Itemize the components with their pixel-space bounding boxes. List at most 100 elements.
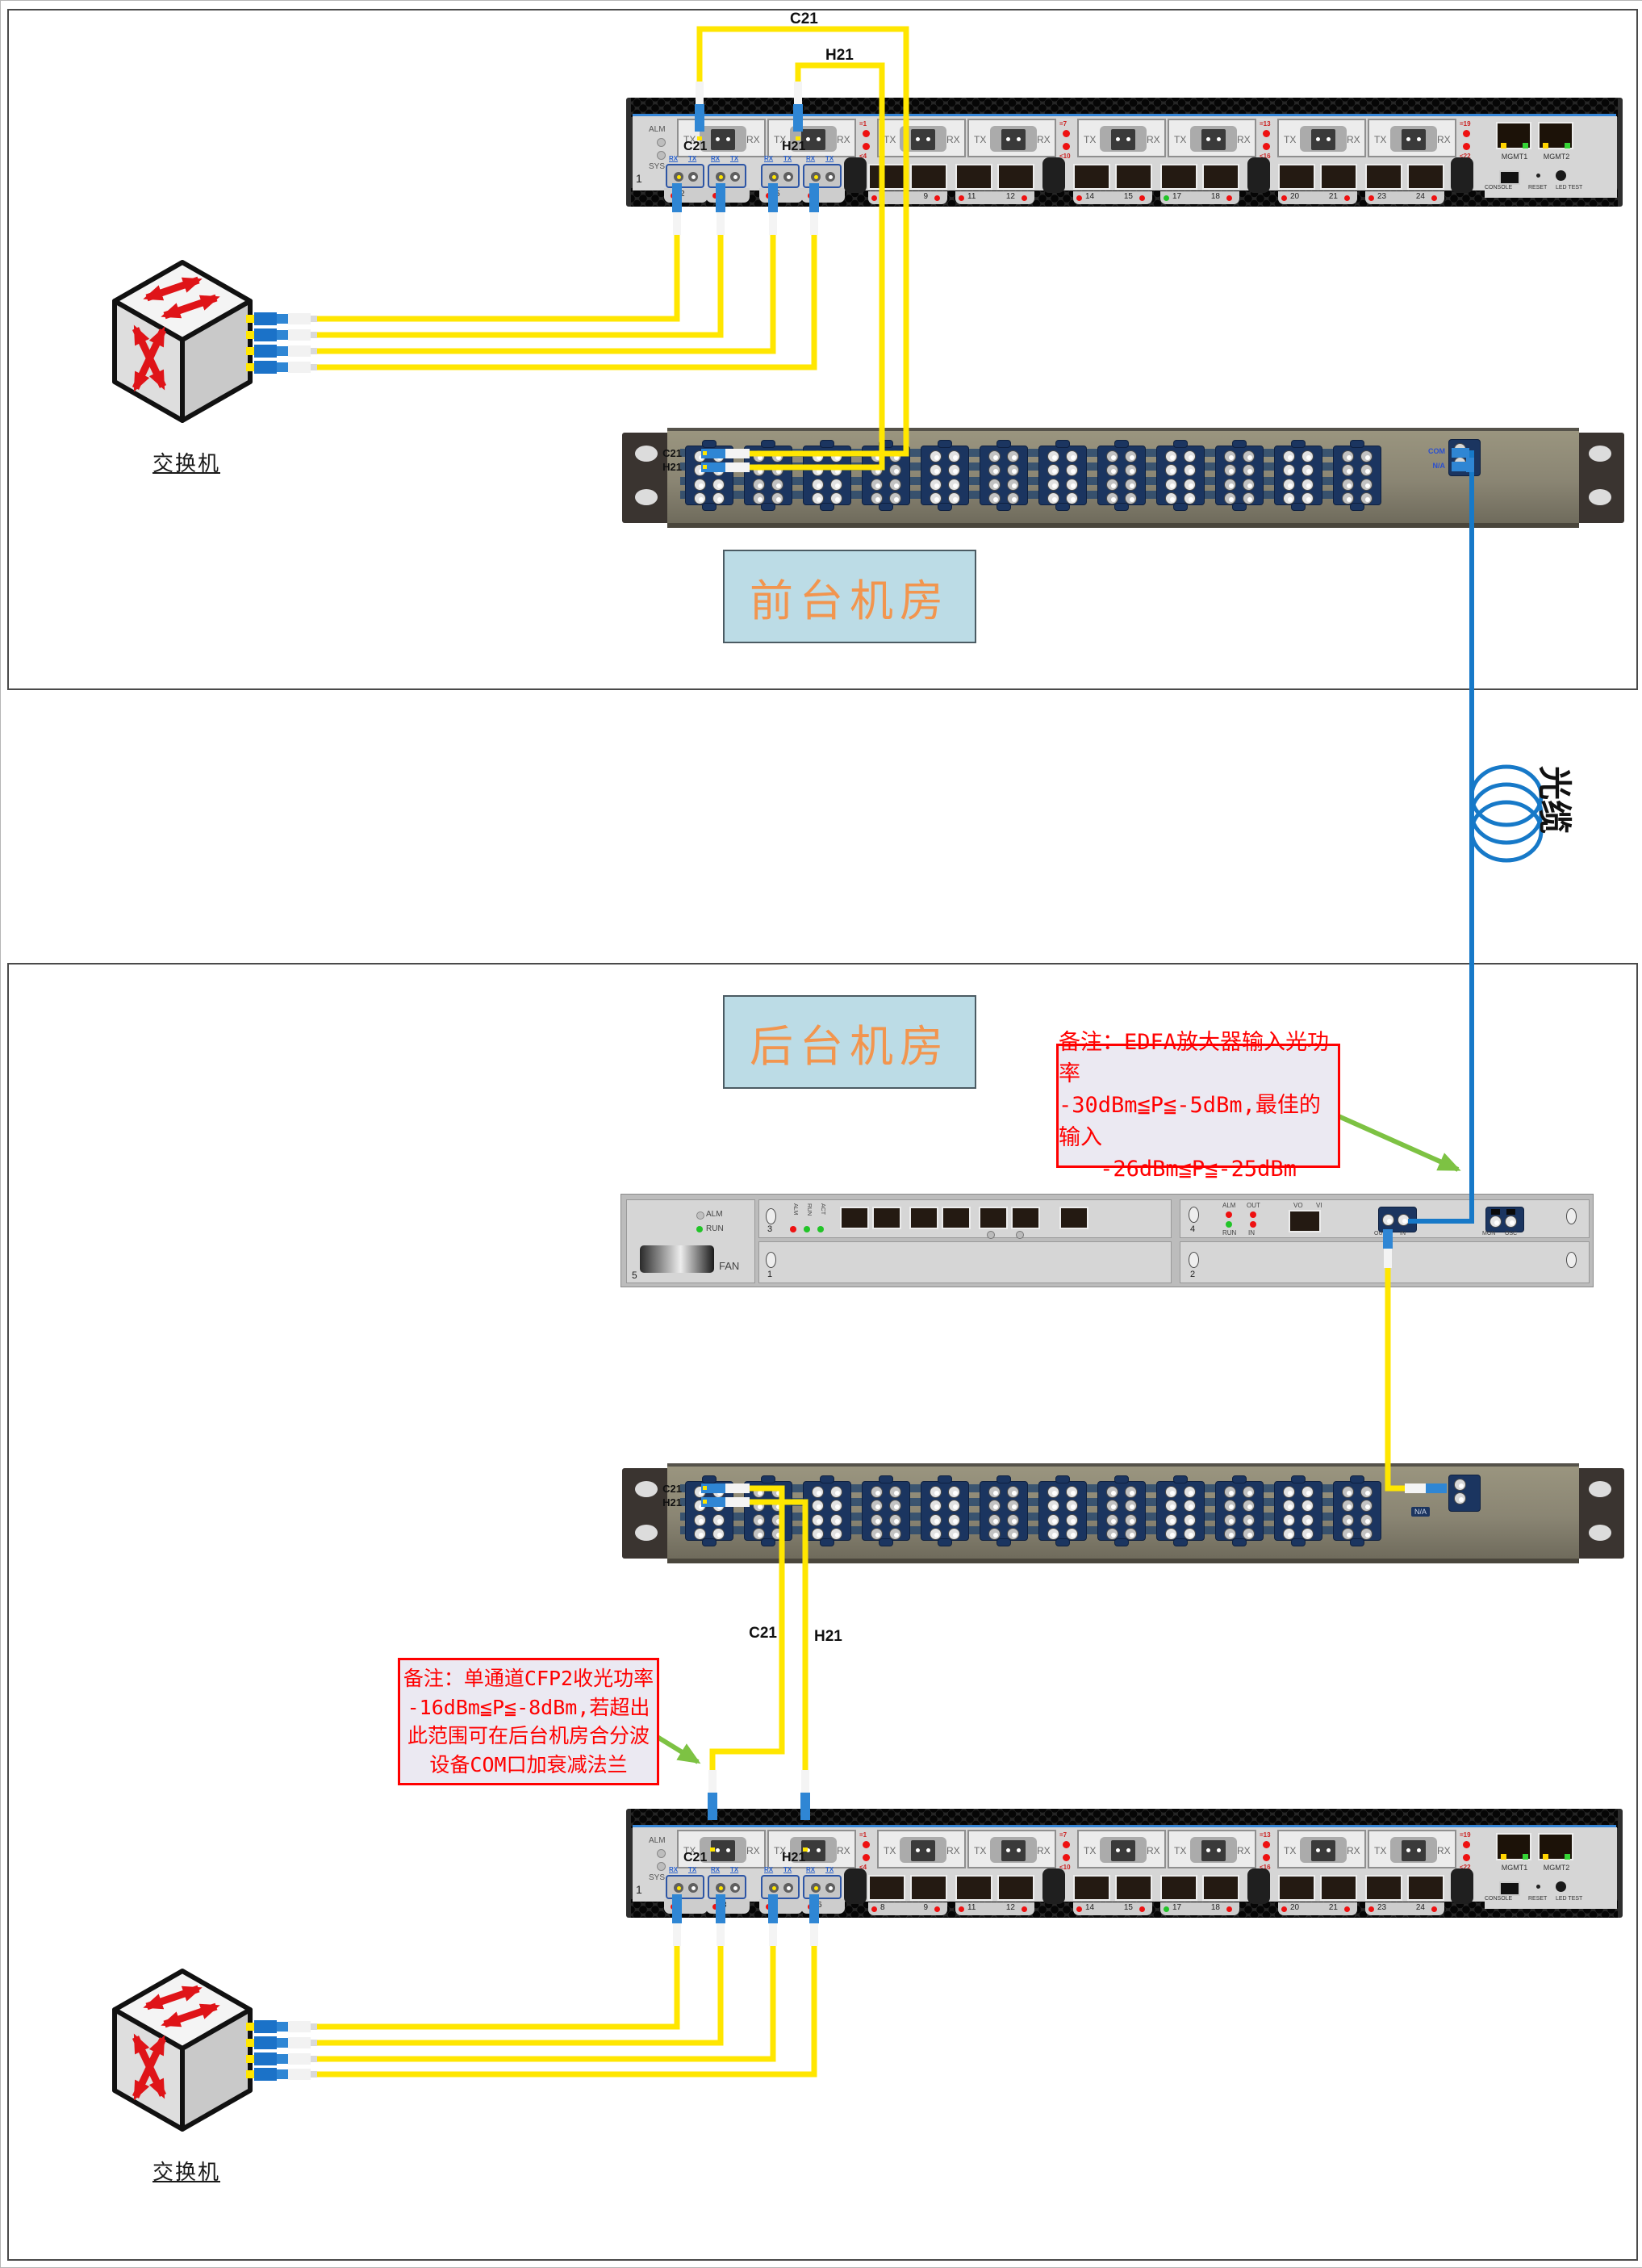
lc-ferrule	[1360, 450, 1373, 462]
ferrule-dot	[1017, 137, 1021, 141]
lc-adapter-block	[1038, 1481, 1087, 1541]
block-tab	[820, 1475, 834, 1483]
ferrule-dot	[1247, 468, 1252, 474]
ferrule-dot	[698, 1532, 704, 1538]
ferrule-dot	[1188, 496, 1193, 502]
block-tab	[1114, 1475, 1129, 1483]
sfp-tx-label: TX	[730, 1866, 739, 1873]
ferrule-dot	[813, 1885, 818, 1890]
lc-adapter-block	[1097, 1481, 1146, 1541]
led-test-label: LED TEST	[1556, 1896, 1583, 1902]
lc-adapter-block	[980, 446, 1028, 505]
lc-ferrule	[1066, 464, 1078, 476]
ferrule-dot	[816, 468, 821, 474]
lc-ferrule	[1066, 450, 1078, 462]
lc-ferrule	[712, 492, 725, 504]
mgmt1-port	[1496, 1833, 1531, 1860]
lc-ferrule	[1047, 1486, 1059, 1498]
lc-ferrule	[1066, 1528, 1078, 1540]
divider	[1451, 157, 1473, 193]
lc-ferrule	[1301, 479, 1314, 491]
lc-ferrule	[1125, 1514, 1137, 1526]
lc-ferrule	[1106, 1528, 1118, 1540]
sfp-port-number	[680, 1901, 701, 1911]
sfp-number-tab	[706, 188, 750, 203]
block-tab	[1114, 503, 1129, 511]
block-tab	[996, 1538, 1011, 1546]
rj45-number: 15	[1123, 192, 1133, 201]
ferrule-dot	[1327, 1848, 1331, 1852]
fan-run-label: RUN	[706, 1224, 724, 1233]
rx-label: RX	[1037, 1845, 1051, 1856]
port-status-led	[1368, 1906, 1374, 1912]
lc-ferrule	[1165, 1500, 1177, 1512]
rx-label: RX	[1237, 1845, 1251, 1856]
ferrule-dot	[992, 483, 998, 488]
block-tab	[938, 1538, 952, 1546]
block-tab	[1055, 503, 1070, 511]
rj45-number: 14	[1085, 1903, 1095, 1912]
switch-label: 交换机	[152, 451, 220, 475]
act-led	[1523, 143, 1528, 149]
ferrule-dot	[691, 1885, 696, 1890]
ferrule-dot	[698, 454, 704, 460]
lc-ferrule	[889, 1486, 901, 1498]
lc-ferrule	[1184, 450, 1196, 462]
lc-ferrule	[930, 1486, 942, 1498]
rj45-number: 12	[1005, 1903, 1015, 1912]
block-tab	[938, 1475, 952, 1483]
ferrule-dot	[1129, 1490, 1134, 1496]
lc-ferrule	[1224, 479, 1236, 491]
lc-ferrule	[1301, 1528, 1314, 1540]
rj45-number: 9	[923, 192, 928, 201]
lc-ferrule	[1243, 1514, 1255, 1526]
lc-ferrule	[753, 464, 765, 476]
ferrule-dot	[952, 1518, 958, 1524]
ferrule-dot	[717, 483, 722, 488]
patch-panel-front	[622, 426, 1624, 529]
patch-panel-back	[622, 1462, 1624, 1565]
lc-ferrule	[812, 1528, 824, 1540]
in-led-label: IN	[1248, 1229, 1255, 1237]
rx-label: RX	[1347, 134, 1360, 145]
ferrule-dot	[1070, 468, 1076, 474]
lc-ferrule	[1106, 1486, 1118, 1498]
lc-ferrule	[1165, 492, 1177, 504]
lc-ferrule	[930, 479, 942, 491]
block-tab	[1350, 503, 1364, 511]
lc-ferrule	[1165, 1514, 1177, 1526]
lc-ferrule	[1505, 1216, 1517, 1228]
lc-ferrule	[1360, 464, 1373, 476]
rj45-number: 18	[1210, 1903, 1220, 1912]
ferrule-dot	[834, 1490, 840, 1496]
rx-label: RX	[946, 134, 960, 145]
ferrule-dot	[775, 483, 781, 488]
line-port-block	[1378, 1207, 1417, 1232]
ferrule-dot	[893, 483, 899, 488]
port-status-led	[1076, 1906, 1082, 1912]
lc-ferrule	[948, 479, 960, 491]
h21-panel-label-back: H21	[662, 1496, 682, 1509]
rj45-number: 21	[1328, 1903, 1338, 1912]
lc-ferrule	[889, 1500, 901, 1512]
dust-cap	[1491, 1209, 1500, 1215]
h21-panel-label-front: H21	[662, 461, 682, 473]
slot3-led	[804, 1226, 810, 1232]
ferrule-dot	[757, 1532, 763, 1538]
lc-adapter-block	[1038, 446, 1087, 505]
lc-ferrule	[1165, 464, 1177, 476]
ferrule-dot	[893, 1532, 899, 1538]
lc-ferrule	[1360, 1486, 1373, 1498]
lc-ferrule	[930, 1528, 942, 1540]
ferrule-dot	[816, 1504, 821, 1509]
lc-ferrule	[712, 450, 725, 462]
cfp-led	[1063, 1841, 1070, 1848]
lc-adapter-block	[921, 1481, 969, 1541]
lc-adapter-block	[803, 1481, 851, 1541]
ferrule-dot	[1011, 468, 1017, 474]
lc-ferrule	[694, 1486, 706, 1498]
fan-label: FAN	[719, 1260, 740, 1272]
